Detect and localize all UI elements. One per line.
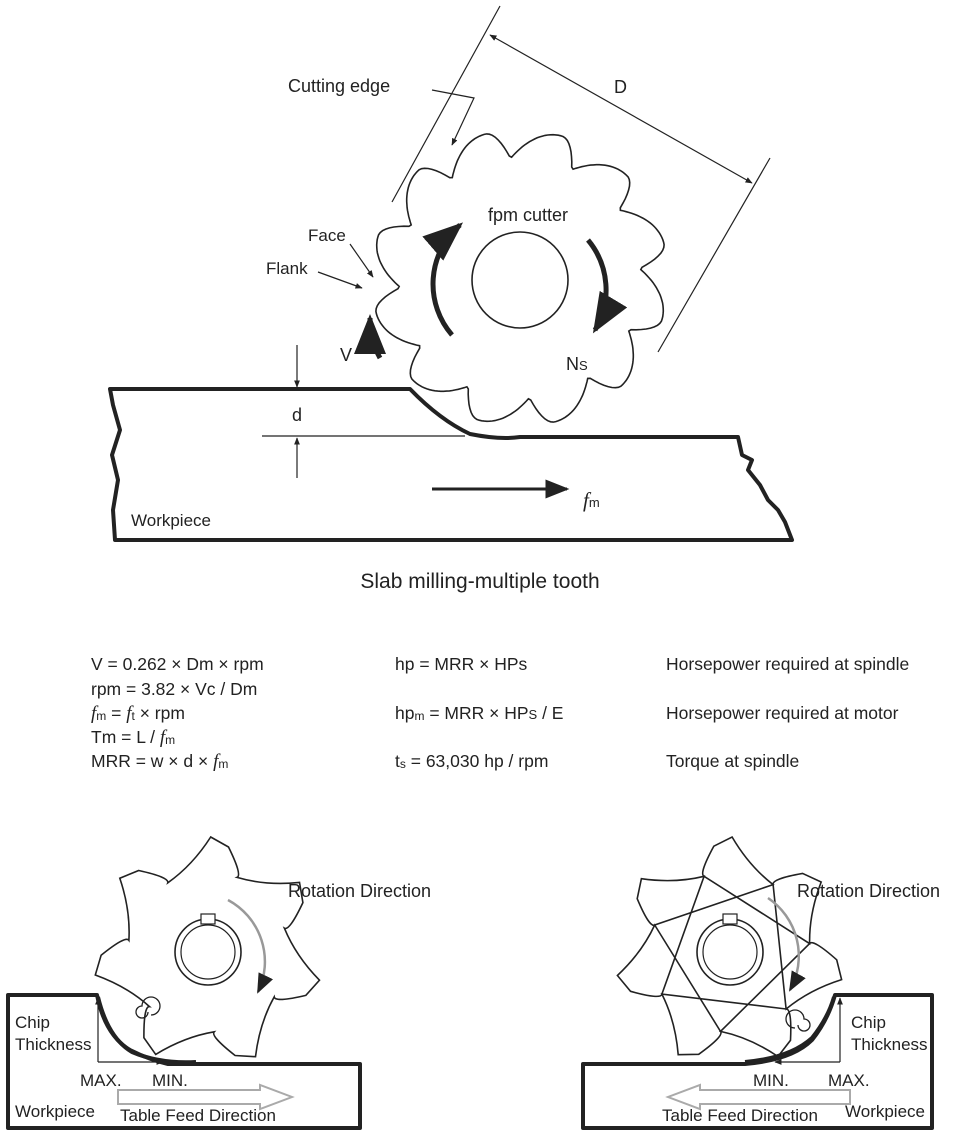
left-max-label: MAX. [80,1071,122,1090]
face-label: Face [308,226,346,245]
rotation-arrow-right [586,238,628,334]
right-workpiece-label: Workpiece [845,1102,925,1121]
left-workpiece-label: Workpiece [15,1102,95,1121]
left-keyway [200,913,216,925]
cutting-edge-label: Cutting edge [288,76,390,96]
diameter-dimension-arrow [489,34,753,184]
spindle-speed-label: NS [566,354,588,374]
formula-hp-motor: hpm = MRR × HPS / E [395,703,564,723]
right-feed-arrow [665,1083,851,1111]
depth-label: d [292,405,302,425]
right-keyway [722,913,738,925]
left-thickness-label: Thickness [15,1035,92,1054]
workpiece-label: Workpiece [131,511,211,530]
left-cutter-outline [94,835,321,1058]
left-chip-curl [135,996,161,1019]
left-feed-label: Table Feed Direction [120,1106,276,1125]
right-rotation-arrow [767,896,806,992]
figure-caption: Slab milling-multiple tooth [360,570,599,593]
right-cutter-outline [616,835,843,1058]
right-milling-figure: Rotation Direction Chip Thickness MIN. M… [581,835,940,1130]
right-rotation-label: Rotation Direction [797,881,940,901]
cutting-edge-leader [431,89,475,146]
right-max-label: MAX. [828,1071,870,1090]
formula-hp-spindle: hp = MRR × HPs [395,654,528,674]
right-bore-inner [702,924,758,980]
right-feed-label: Table Feed Direction [662,1106,818,1125]
dim-extension-line-2 [657,157,771,353]
cutting-velocity-arrow [354,314,387,360]
feed-label: fm [583,488,600,512]
right-chip-curl [785,1009,811,1032]
formula-velocity: V = 0.262 × Dm × rpm [91,654,264,674]
slab-cutter-outline [375,133,665,423]
slab-milling-figure: Cutting edge D fpm cutter Face Flank V N… [108,5,794,593]
velocity-label: V [340,345,352,365]
desc-hp-spindle: Horsepower required at spindle [666,654,910,674]
slab-cutter-bore [471,231,569,329]
formula-rpm: rpm = 3.82 × Vc / Dm [91,679,258,699]
formula-mrr: MRR = w × d × fm [91,751,229,772]
right-chip-label: Chip [851,1013,886,1032]
left-feed-arrow [117,1083,295,1111]
right-chip [744,996,836,1064]
right-min-label: MIN. [753,1071,789,1090]
diameter-label: D [614,77,627,97]
formula-feed-rate: fm = ft × rpm [91,703,185,724]
slab-workpiece-outline [108,387,794,542]
desc-hp-motor: Horsepower required at motor [666,703,899,723]
right-thickness-label: Thickness [851,1035,928,1054]
left-bore-inner [180,924,236,980]
flank-label: Flank [266,259,308,278]
face-leader [349,243,374,278]
left-rotation-arrow [227,898,273,994]
flank-leader [317,271,363,289]
formula-torque: ts = 63,030 hp / rpm [395,751,549,771]
left-rotation-label: Rotation Direction [288,881,431,901]
dim-extension-line-1 [391,5,501,203]
fpm-cutter-label: fpm cutter [488,205,568,225]
left-chip [96,996,197,1065]
left-chip-label: Chip [15,1013,50,1032]
left-milling-figure: Rotation Direction Chip Thickness MAX. M… [6,835,431,1130]
desc-torque: Torque at spindle [666,751,800,771]
left-min-label: MIN. [152,1071,188,1090]
formula-machining-time: Tm = L / fm [91,727,176,748]
rotation-arrow-left [422,222,464,337]
